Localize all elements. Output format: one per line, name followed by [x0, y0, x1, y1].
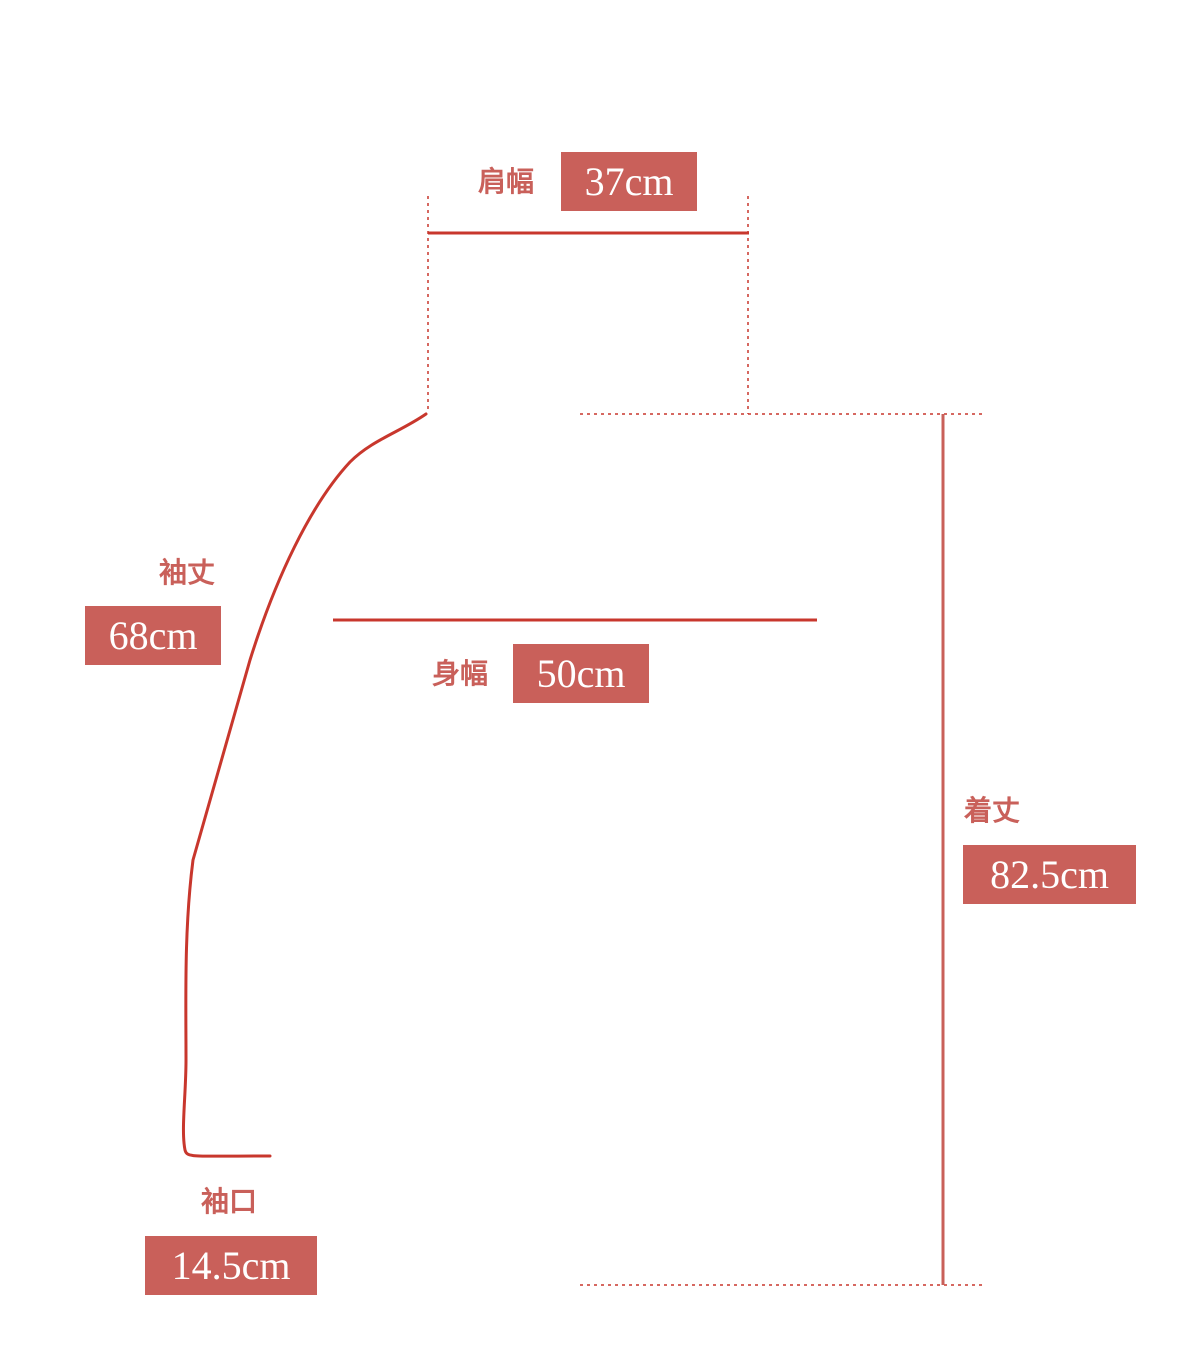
sleeve-length-value: 68cm [85, 606, 221, 665]
total-length-value: 82.5cm [963, 845, 1136, 904]
shoulder-width-label: 肩幅 [478, 165, 535, 198]
cuff-width-label: 袖口 [201, 1185, 258, 1218]
sleeve-length-curve [181, 412, 428, 1158]
body-width-value: 50cm [513, 644, 649, 703]
body-width-label: 身幅 [432, 657, 489, 690]
cuff-width-value: 14.5cm [145, 1236, 317, 1295]
sleeve-length-label: 袖丈 [159, 556, 216, 589]
total-length-label: 着丈 [964, 794, 1021, 827]
shoulder-width-value: 37cm [561, 152, 697, 211]
